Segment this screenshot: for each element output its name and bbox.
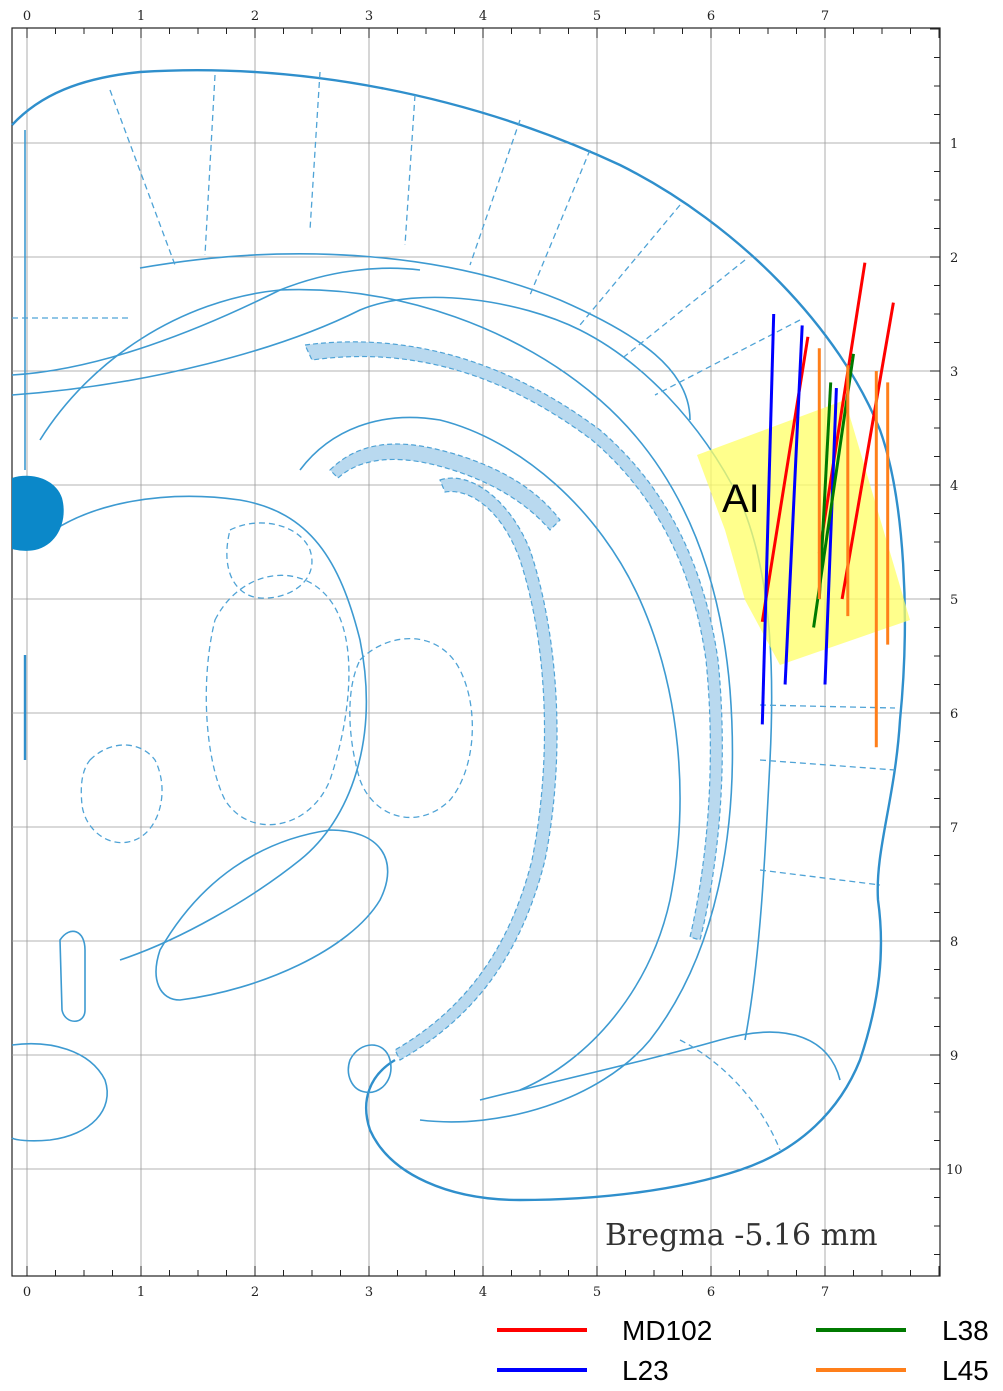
shaded-band-upper [329,443,561,531]
bottom-axis-label: 6 [707,1285,715,1300]
legend-label: MD102 [622,1315,712,1346]
electrode-track-l23 [760,313,776,725]
legend-label: L45 [942,1355,989,1386]
ventral-cortex [479,1031,841,1101]
shaded-band-inner [394,477,558,1061]
hippocampal-arc-inner [299,416,681,1091]
right-axis-label: 9 [950,1049,958,1064]
bottom-axis-label: 5 [593,1285,601,1300]
radial-division [204,74,216,256]
bottom-axis-label: 2 [251,1285,259,1300]
brain-section [11,69,907,1202]
electrode-track-md102 [817,262,867,554]
legend: MD102 L38 L23 L45 [497,1315,989,1386]
right-axis-label: 4 [950,479,958,494]
radial-division [529,149,591,296]
bottom-axis-label: 7 [821,1285,829,1300]
top-axis-label: 3 [365,9,373,24]
bregma-caption: Bregma -5.16 mm [605,1218,878,1253]
radial-division [654,319,801,396]
top-axis-label: 6 [707,9,715,24]
right-axis-label: 7 [950,821,958,836]
electrode-track-l23 [783,325,804,685]
right-axis-label: 3 [950,365,958,380]
bottom-axis-label: 1 [137,1285,145,1300]
nucleus-outline [349,638,473,819]
radial-division [759,759,896,771]
thalamus-outline [39,495,367,961]
ai-region-label: AI [722,477,760,521]
top-axis-label: 2 [251,9,259,24]
right-axis-label: 10 [946,1163,963,1178]
hippocampal-tail [347,1044,392,1094]
bottom-axis-label: 0 [23,1285,31,1300]
right-axis-label: 1 [950,137,958,152]
electrode-track-l38 [817,382,833,600]
top-axis-label: 0 [23,9,31,24]
ventral-structure [59,930,86,1023]
legend-label: L23 [622,1355,669,1386]
ventral-structure [11,1042,108,1142]
radial-division [579,204,681,326]
bottom-axis: 0 1 2 3 4 5 6 7 [23,1285,829,1300]
bottom-axis-label: 4 [479,1285,487,1300]
legend-label: L38 [942,1315,989,1346]
nucleus-outline [226,522,313,599]
radial-division [109,89,176,266]
shaded-band-outer [304,341,723,941]
top-axis-label: 5 [593,9,601,24]
nucleus-outline [205,574,350,826]
right-axis-label: 2 [950,251,958,266]
dorsal-cortex-arc [11,267,421,376]
cerebral-peduncle [155,829,389,1001]
right-axis-label: 5 [950,593,958,608]
radial-division [469,119,521,266]
top-axis-label: 4 [479,9,487,24]
top-axis-label: 7 [821,9,829,24]
ventricle-blob [12,475,64,551]
grid [11,27,941,1277]
radial-division [404,94,416,246]
radial-division [759,704,896,709]
top-axis-label: 1 [137,9,145,24]
electrode-track-l23 [823,388,838,685]
radial-division [759,869,881,886]
top-axis: 0 1 2 3 4 5 6 7 [23,9,829,24]
right-axis: 1 2 3 4 5 6 7 8 9 10 [946,137,963,1178]
hippocampal-arc-outer [39,288,734,1123]
nucleus-outline [80,744,163,844]
ventral-cortex-division [679,1039,781,1151]
electrode-track-md102 [840,302,895,600]
radial-division [619,259,746,361]
atlas-frame [11,27,941,1277]
right-axis-label: 6 [950,707,958,722]
bottom-axis-label: 3 [365,1285,373,1300]
cortex-inner-boundary [11,296,773,1041]
right-axis-label: 8 [950,935,958,950]
radial-division [309,71,321,231]
cortex-layer-line [139,253,691,421]
ai-region-highlight [697,400,910,665]
electrode-tracks [760,262,895,748]
